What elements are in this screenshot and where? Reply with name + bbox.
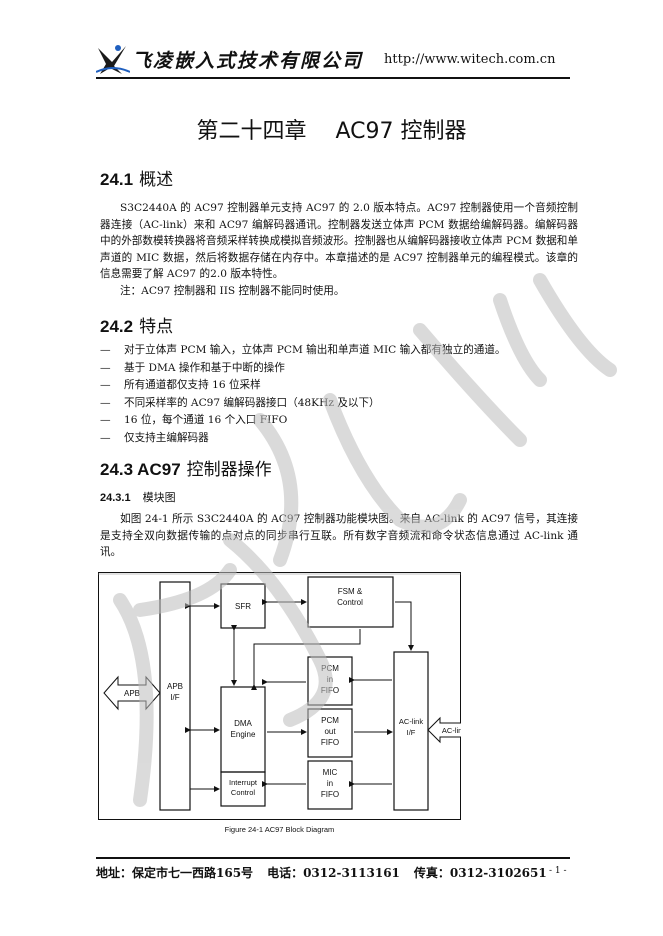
company-logo-icon <box>96 45 130 74</box>
company-url: http://www.witech.com.cn <box>384 52 556 67</box>
feature-item: —不同采样率的 AC97 编解码器接口（48KHz 及以下） <box>100 396 380 409</box>
header-rule <box>96 77 570 79</box>
svg-text:out: out <box>324 727 336 736</box>
section-title: 概述 <box>139 170 174 190</box>
overview-text: S3C2440A 的 AC97 控制器单元支持 AC97 的 2.0 版本特点。… <box>100 202 578 281</box>
feature-item: —16 位，每个通道 16 个入口 FIFO <box>100 414 288 427</box>
subsection-heading-block-diagram: 24.3.1 模块图 <box>100 489 176 505</box>
apb-if-label: APB <box>167 682 183 691</box>
block-diagram-text: 如图 24-1 所示 S3C2440A 的 AC97 控制器功能模块图。来自 A… <box>100 513 578 559</box>
page-header: 飞凌嵌入式技术有限公司 http://www.witech.com.cn <box>96 40 570 76</box>
svg-text:MIC: MIC <box>323 768 338 777</box>
section-heading-features: 24.2 特点 <box>100 312 173 337</box>
feature-item: —所有通道都仅支持 16 位采样 <box>100 379 261 392</box>
feature-item: —仅支持主编解码器 <box>100 431 209 444</box>
subsection-number: 24.3.1 <box>100 492 131 504</box>
section-heading-overview: 24.1 概述 <box>100 165 173 190</box>
apb-label: APB <box>124 689 140 698</box>
apb-if-label: I/F <box>170 693 179 702</box>
page-footer: 地址：保定市七一西路165号电话：0312-3113161 传真：0312-310… <box>96 864 547 881</box>
feature-item: —对于立体声 PCM 输入，立体声 PCM 输出和单声道 MIC 输入都有独立的… <box>100 344 506 356</box>
overview-paragraph: S3C2440A 的 AC97 控制器单元支持 AC97 的 2.0 版本特点。… <box>100 200 578 300</box>
aclink-if-label: AC-link <box>399 717 423 726</box>
section-title: 控制器操作 <box>186 460 272 480</box>
interrupt-control-label: Interrupt <box>229 778 258 787</box>
feature-item: —基于 DMA 操作和基于中断的操作 <box>100 361 285 374</box>
aclink-label: AC-link <box>442 726 461 735</box>
figure-caption: Figure 24-1 AC97 Block Diagram <box>224 825 335 834</box>
svg-text:PCM: PCM <box>321 716 339 725</box>
interrupt-control-label: Control <box>231 788 256 797</box>
overview-note: 注：AC97 控制器和 IIS 控制器不能同时使用。 <box>120 284 345 297</box>
svg-text:in: in <box>327 675 333 684</box>
footer-fax: 传真：0312-3102651 <box>413 866 547 880</box>
footer-address: 地址：保定市七一西路165号 <box>96 866 254 880</box>
fsm-control-label: FSM & <box>338 587 363 596</box>
section-number: 24.3 AC97 <box>100 460 181 479</box>
aclink-if-label: I/F <box>407 728 416 737</box>
section-title: 特点 <box>139 317 174 337</box>
section-heading-operation: 24.3 AC97 控制器操作 <box>100 455 272 480</box>
ac97-block-diagram: APB APB I/F SFR FSM & Control DMA Engine… <box>98 572 461 820</box>
sfr-label: SFR <box>235 602 251 611</box>
chapter-title: 第二十四章 AC97 控制器 <box>196 119 467 144</box>
company-name: 飞凌嵌入式技术有限公司 <box>132 50 364 72</box>
page-number: - 1 - <box>549 866 567 876</box>
footer-phone: 电话：0312-3113161 <box>267 866 400 880</box>
dma-engine-label: Engine <box>231 730 256 739</box>
footer-rule <box>96 857 570 859</box>
aclink-if-block <box>393 651 429 811</box>
section-number: 24.1 <box>100 170 134 189</box>
svg-text:PCM: PCM <box>321 664 339 673</box>
interrupt-control-block <box>220 771 266 807</box>
svg-text:FIFO: FIFO <box>321 738 339 747</box>
dma-engine-label: DMA <box>234 719 252 728</box>
fsm-control-label: Control <box>337 598 363 607</box>
feature-list: —对于立体声 PCM 输入，立体声 PCM 输出和单声道 MIC 输入都有独立的… <box>100 342 578 448</box>
svg-text:FIFO: FIFO <box>321 790 339 799</box>
svg-text:in: in <box>327 779 333 788</box>
subsection-title: 模块图 <box>142 491 176 504</box>
svg-text:FIFO: FIFO <box>321 686 339 695</box>
block-diagram-paragraph: 如图 24-1 所示 S3C2440A 的 AC97 控制器功能模块图。来自 A… <box>100 511 578 561</box>
section-number: 24.2 <box>100 317 134 336</box>
